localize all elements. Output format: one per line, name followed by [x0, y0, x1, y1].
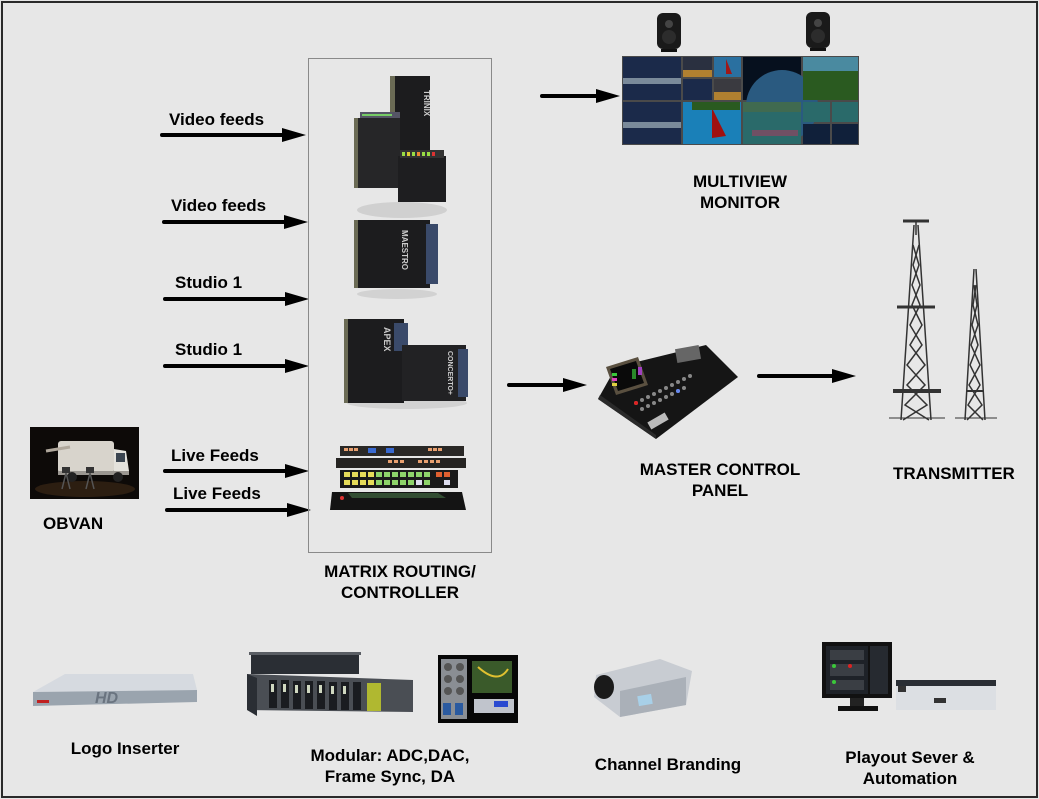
arrow-video-feeds-1 — [160, 128, 306, 142]
speaker-left-icon — [655, 13, 683, 53]
arrow-to-multiview — [540, 89, 620, 103]
input-label-video-feeds-1: Video feeds — [169, 110, 265, 129]
input-label-studio-1a: Studio 1 — [175, 273, 243, 292]
master-control-label-line1: MASTER CONTROL — [639, 460, 801, 479]
router-maestro-image: MAESTRO — [352, 210, 442, 300]
modular-cards-image — [438, 655, 518, 723]
trinix-text: TRINIX — [422, 90, 431, 117]
logo-inserter-label: Logo Inserter — [70, 739, 180, 758]
obvan-label: OBVAN — [43, 514, 104, 533]
router-apex-concerto-image: APEX CONCERTO+ — [342, 315, 472, 410]
master-control-panel-image — [596, 337, 741, 441]
playout-label-line1: Playout Sever & — [845, 748, 975, 767]
playout-server-image — [820, 640, 1000, 715]
multiview-label-line2: MONITOR — [700, 193, 780, 212]
channel-branding-label: Channel Branding — [594, 755, 742, 774]
multiview-monitor-label: MULTIVIEW MONITOR — [660, 171, 820, 213]
input-label-studio-1b: Studio 1 — [175, 340, 243, 359]
router-trinix-image: TRINIX — [352, 70, 452, 220]
modular-label-line2: Frame Sync, DA — [324, 767, 456, 786]
obvan-image — [30, 427, 139, 499]
arrow-live-feeds-2 — [165, 503, 311, 517]
modular-label: Modular: ADC,DAC, Frame Sync, DA — [280, 745, 500, 787]
arrow-live-feeds-1 — [163, 464, 309, 478]
arrow-studio-1a — [163, 292, 309, 306]
multiview-label-line1: MULTIVIEW — [692, 172, 788, 191]
channel-branding-image — [590, 655, 695, 720]
input-label-live-feeds-2: Live Feeds — [173, 484, 261, 503]
matrix-routing-group — [308, 58, 492, 553]
maestro-text: MAESTRO — [400, 230, 409, 270]
concerto-text: CONCERTO+ — [446, 351, 453, 395]
transmitter-label: TRANSMITTER — [893, 464, 1015, 483]
arrow-to-transmitter — [757, 369, 856, 383]
matrix-routing-label: MATRIX ROUTING/ CONTROLLER — [308, 561, 492, 603]
matrix-label-line2: CONTROLLER — [340, 583, 460, 602]
input-label-video-feeds-2: Video feeds — [171, 196, 267, 215]
input-label-live-feeds-1: Live Feeds — [171, 446, 259, 465]
arrow-to-master-control — [507, 378, 587, 392]
playout-server-label: Playout Sever & Automation — [820, 747, 1000, 789]
playout-label-line2: Automation — [862, 769, 958, 788]
hd-badge-text: HD — [95, 690, 119, 707]
matrix-label-line1: MATRIX ROUTING/ — [324, 562, 476, 581]
arrow-video-feeds-2 — [162, 215, 308, 229]
arrow-studio-1b — [163, 359, 309, 373]
router-control-panels-image — [328, 440, 468, 515]
modular-frame-image — [243, 650, 418, 728]
multiview-monitor-image — [622, 56, 859, 145]
transmitter-towers-icon — [885, 215, 1005, 425]
master-control-panel-label: MASTER CONTROL PANEL — [630, 459, 810, 501]
modular-label-line1: Modular: ADC,DAC, — [310, 746, 470, 765]
logo-inserter-image: HD — [25, 668, 200, 713]
master-control-label-line2: PANEL — [691, 481, 749, 500]
apex-text: APEX — [382, 327, 392, 352]
speaker-right-icon — [804, 12, 832, 52]
